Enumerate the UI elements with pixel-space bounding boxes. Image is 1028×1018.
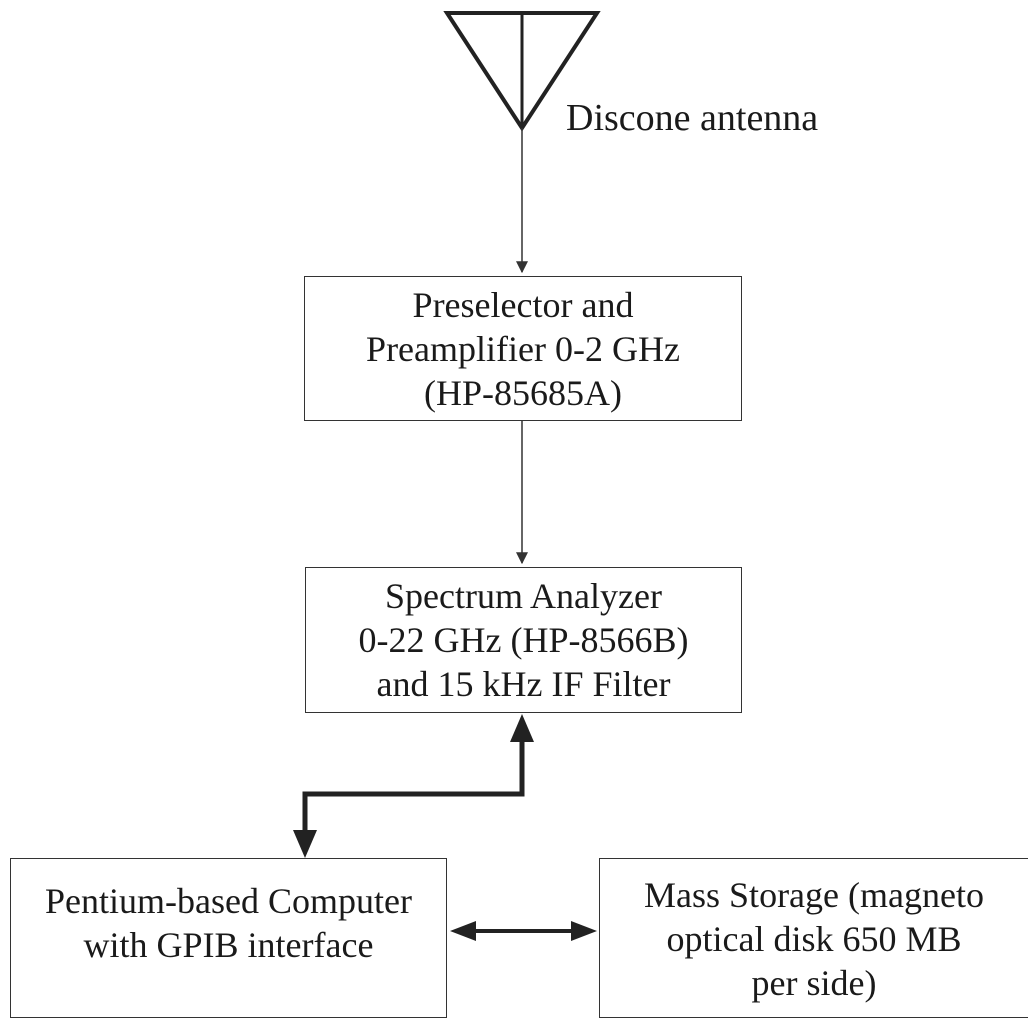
preselector-line-1: Preselector and [412,284,634,325]
preselector-line-2: Preamplifier 0-2 GHz [366,328,680,369]
preselector-line-3: (HP-85685A) [424,372,622,413]
connector-analyzer-to-computer [293,714,534,858]
mass-storage-box: Mass Storage (magneto optical disk 650 M… [599,858,1028,1018]
mass-storage-line-1: Mass Storage (magneto [644,875,984,915]
mass-storage-line-3: per side) [751,963,877,1003]
mass-storage-line-2: optical disk 650 MB [666,919,962,959]
computer-box: Pentium-based Computer with GPIB interfa… [10,858,447,1018]
antenna-icon [443,11,601,132]
spectrum-analyzer-line-1: Spectrum Analyzer [385,576,662,616]
arrowhead-up [510,714,534,742]
connector-computer-to-storage [450,921,597,941]
arrowhead-left [450,921,476,941]
spectrum-analyzer-line-2: 0-22 GHz (HP-8566B) [358,620,689,660]
spectrum-analyzer-box: Spectrum Analyzer 0-22 GHz (HP-8566B) an… [305,567,742,713]
antenna-label: Discone antenna [566,97,819,139]
preselector-box: Preselector and Preamplifier 0-2 GHz (HP… [304,276,742,421]
arrowhead-down [293,830,317,858]
computer-line-2: with GPIB interface [83,925,374,965]
spectrum-analyzer-line-3: and 15 kHz IF Filter [376,664,671,704]
computer-line-1: Pentium-based Computer [45,881,412,921]
arrowhead-right [571,921,597,941]
